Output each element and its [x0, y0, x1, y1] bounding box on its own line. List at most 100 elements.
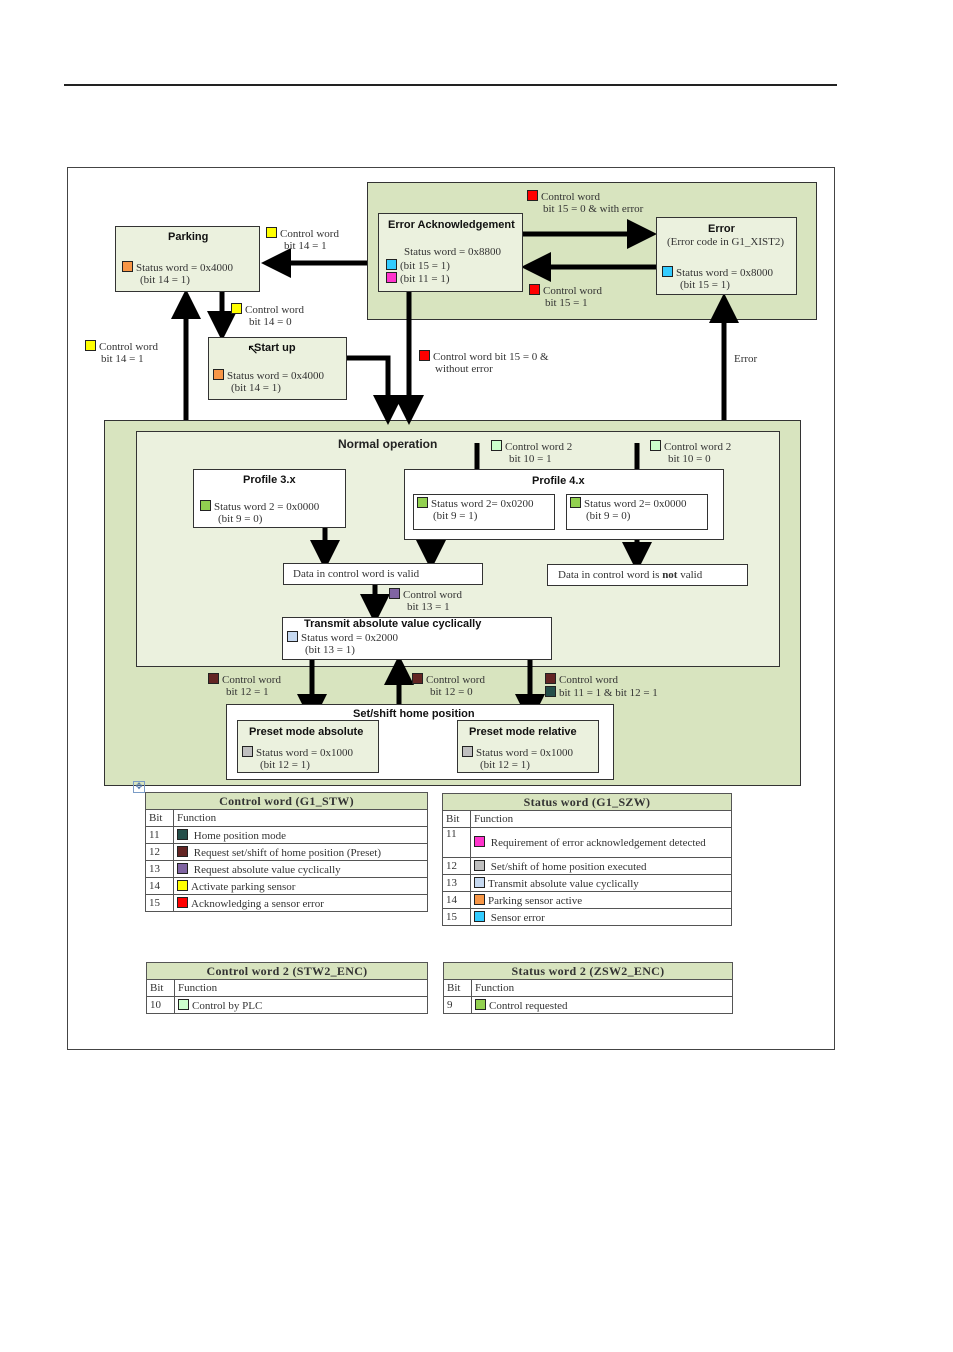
t9-line1: Control word 2	[664, 441, 732, 453]
szw-row-text: Transmit absolute value cyclically	[488, 877, 639, 890]
yellow-swatch	[177, 879, 188, 891]
stw-row-bit: 15	[145, 894, 174, 912]
magenta-swatch	[474, 836, 485, 847]
table-row: 11 Home position mode	[145, 826, 428, 844]
brown-swatch	[412, 673, 423, 684]
szw-row-func: Transmit absolute value cyclically	[470, 874, 732, 892]
gray-swatch	[242, 746, 253, 757]
t13-line1: Control word	[559, 674, 618, 686]
t2-line2: bit 14 = 1	[284, 240, 327, 252]
error-subtitle: (Error code in G1_XIST2)	[667, 236, 784, 248]
gray-swatch	[462, 746, 473, 757]
t13-line2: bit 11 = 1 & bit 12 = 1	[559, 687, 658, 699]
transition-cw2-bit10-set: Control word 2 bit 10 = 1	[491, 440, 572, 465]
parking-status-text: Status word = 0x4000	[136, 262, 233, 274]
t6-line2: without error	[435, 363, 493, 375]
t10-line1: Control word	[403, 589, 462, 601]
lightblue-swatch	[287, 631, 298, 642]
preset-absolute-box: Preset mode absolute Status word = 0x100…	[237, 720, 379, 773]
orange-swatch	[213, 369, 224, 380]
t9-line2: bit 10 = 0	[668, 453, 711, 465]
stw-row-bit: 12	[145, 843, 174, 861]
brown-swatch	[545, 673, 556, 684]
red-swatch	[177, 896, 188, 908]
szw-title: Status word (G1_SZW)	[442, 793, 732, 811]
transmit-status: Status word = 0x2000 (bit 13 = 1)	[287, 631, 398, 656]
szw-row-text: Set/shift of home position executed	[490, 860, 647, 873]
profile3-box: Profile 3.x Status word 2 = 0x0000 (bit …	[193, 469, 346, 528]
preset-relative-box: Preset mode relative Status word = 0x100…	[457, 720, 599, 773]
preset-relative-title: Preset mode relative	[469, 726, 577, 738]
szw-row-bit: 12	[442, 857, 471, 875]
t5-line1: Control word	[99, 341, 158, 353]
szw-row-bit: 11	[442, 827, 471, 858]
szw-row-bit: 15	[442, 908, 471, 926]
transition-ack-to-parking: Control word bit 14 = 1	[266, 227, 339, 252]
profile4-title: Profile 4.x	[532, 475, 585, 487]
parking-status: Status word = 0x4000 (bit 14 = 1)	[122, 261, 233, 286]
profile4b-bit: (bit 9 = 0)	[586, 510, 631, 522]
t11-line1: Control word	[222, 674, 281, 686]
preset-relative-bit: (bit 12 = 1)	[480, 759, 530, 771]
transmit-status-text: Status word = 0x2000	[301, 632, 398, 644]
t8-line1: Control word 2	[505, 441, 573, 453]
parking-title: Parking	[168, 231, 209, 243]
szw-row-text: Requirement of error acknowledgement det…	[490, 837, 706, 849]
startup-title: Start up	[254, 342, 296, 354]
stw2-row-text: Control by PLC	[192, 999, 263, 1012]
orange-swatch	[122, 261, 133, 272]
error-bit: (bit 15 = 1)	[680, 279, 730, 291]
table-move-handle-icon[interactable]: ✥	[133, 781, 145, 793]
zsw2-bit-header: Bit	[443, 979, 472, 997]
startup-status-text: Status word = 0x4000	[227, 370, 324, 382]
state-error: Error (Error code in G1_XIST2) Status wo…	[656, 217, 797, 295]
stw-row-text: Request set/shift of home position (Pres…	[193, 846, 382, 859]
gray-swatch	[474, 859, 485, 871]
szw-row-func: Set/shift of home position executed	[470, 857, 732, 875]
green-swatch	[200, 500, 211, 511]
szw-row-func: Parking sensor active	[470, 891, 732, 909]
data-not-valid-pre: Data in control word is	[558, 569, 663, 581]
error-ack-status: Status word = 0x8800	[404, 246, 501, 258]
stw2-bit-header: Bit	[146, 979, 175, 997]
t4-line2: bit 14 = 0	[249, 316, 292, 328]
profile4b-status-text: Status word 2= 0x0000	[584, 498, 687, 510]
stw-row-text: Acknowledging a sensor error	[191, 897, 324, 910]
stw-row-text: Request absolute value cyclically	[193, 863, 341, 876]
table-row: 13 Request absolute value cyclically	[145, 860, 428, 878]
transition-sethome-to-transmit: Control word bit 12 = 0	[412, 673, 485, 698]
table-row: 12 Set/shift of home position executed	[442, 857, 732, 875]
green-swatch	[475, 998, 486, 1010]
zsw2-func-header: Function	[471, 979, 733, 997]
data-not-valid-box: Data in control word is not valid	[547, 564, 748, 586]
szw-row-bit: 13	[442, 874, 471, 892]
profile3-title: Profile 3.x	[243, 474, 296, 486]
state-parking: Parking Status word = 0x4000 (bit 14 = 1…	[115, 226, 260, 292]
stw-row-text: Home position mode	[193, 829, 287, 842]
profile3-status: Status word 2 = 0x0000 (bit 9 = 0)	[200, 500, 319, 525]
transition-error-to-ack: Control word bit 15 = 1	[529, 284, 602, 309]
cyan-swatch	[662, 266, 673, 277]
profile3-bit: (bit 9 = 0)	[218, 513, 263, 525]
state-error-ack: Error Acknowledgement Status word = 0x88…	[378, 213, 523, 292]
transition-normal-to-error: Error	[734, 353, 758, 365]
t6-line1: Control word bit 15 = 0 &	[433, 351, 549, 363]
transition-ack-to-error: Control word bit 15 = 0 & with error	[527, 190, 643, 215]
preset-relative-status: Status word = 0x1000 (bit 12 = 1)	[462, 746, 573, 771]
transmit-box: Transmit absolute value cyclically Statu…	[282, 617, 552, 660]
lightgreen-swatch	[650, 440, 661, 451]
transition-valid-to-transmit: Control word bit 13 = 1	[389, 588, 462, 613]
t1-line1: Control word	[541, 191, 600, 203]
purple-swatch	[389, 588, 400, 599]
stw-row-func: Home position mode	[173, 826, 428, 844]
profile4a-status-text: Status word 2= 0x0200	[431, 498, 534, 510]
red-swatch	[419, 350, 430, 361]
t10-line2: bit 13 = 1	[407, 601, 450, 613]
preset-absolute-status-text: Status word = 0x1000	[256, 747, 353, 759]
error-status: Status word = 0x8000 (bit 15 = 1)	[662, 266, 773, 291]
stw-row-func: Request set/shift of home position (Pres…	[173, 843, 428, 861]
green-swatch	[417, 497, 428, 508]
szw-func-header: Function	[470, 810, 732, 828]
zsw2-title: Status word 2 (ZSW2_ENC)	[443, 962, 733, 980]
